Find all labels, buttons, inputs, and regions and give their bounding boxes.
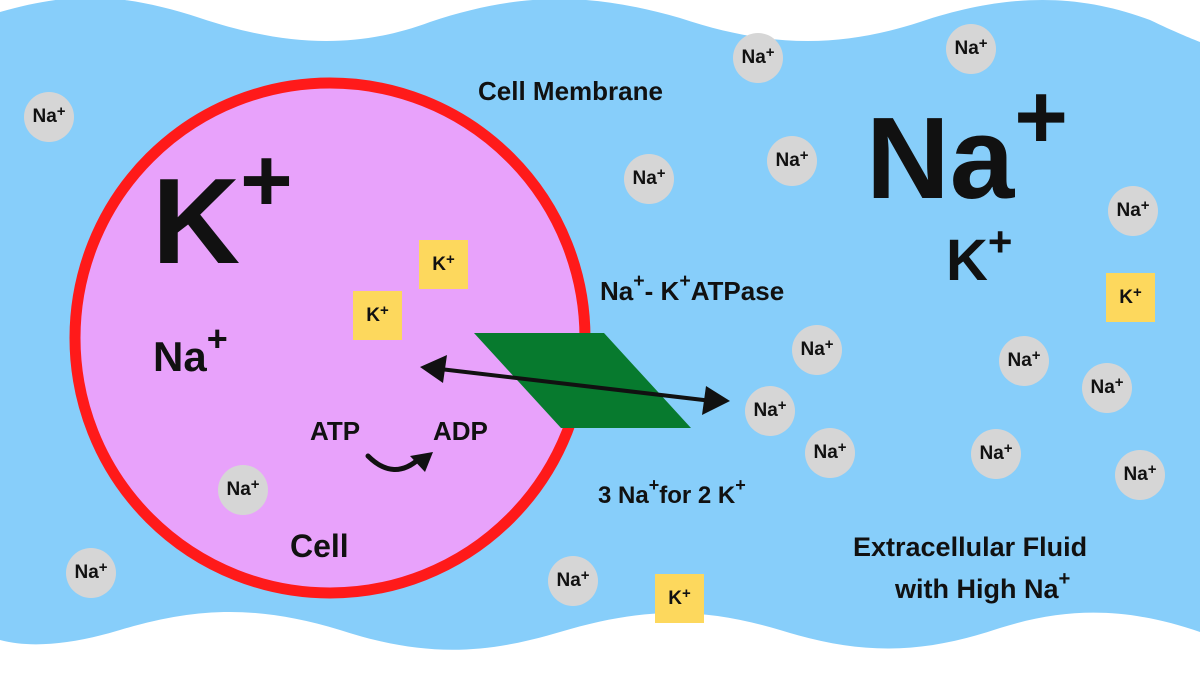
cell-na-symbol: Na — [153, 333, 207, 380]
adp-label: ADP — [433, 416, 488, 446]
na-ion: Na+ — [805, 428, 855, 478]
cell-big-k-symbol: K — [152, 153, 241, 289]
arrow-head-left — [420, 355, 447, 383]
na-ion: Na+ — [1108, 186, 1158, 236]
fluid-big-na-symbol: Na — [866, 93, 1015, 223]
na-ion: Na+ — [66, 548, 116, 598]
cell-label: Cell — [290, 528, 349, 564]
ratio-k: for 2 K — [659, 482, 736, 509]
na-ion: Na+ — [946, 24, 996, 74]
na-ion: Na+ — [971, 429, 1021, 479]
fluid-small-k-charge: + — [987, 218, 1013, 265]
na-ion: Na+ — [548, 556, 598, 606]
exchange-arrow-line — [439, 367, 713, 403]
cell-body — [75, 83, 585, 593]
na-ion: Na+ — [745, 386, 795, 436]
pump-label-plus-2: + — [679, 270, 691, 293]
na-ion: Na+ — [767, 136, 817, 186]
exchange-ratio-label: 3 Na+for 2 K+ — [598, 476, 746, 509]
extracellular-fluid-label-line1: Extracellular Fluid — [853, 532, 1088, 562]
extracellular-fluid-label-line2: with High Na+ — [895, 569, 1070, 604]
k-ion: K+ — [655, 574, 704, 623]
fluid-label-text: with High Na — [895, 574, 1059, 604]
na-ion: Na+ — [733, 33, 783, 83]
atp-arrow-head — [410, 452, 433, 472]
pump-label-plus-1: + — [633, 270, 645, 293]
atp-to-adp-arrow — [365, 453, 423, 472]
na-ion: Na+ — [1115, 450, 1165, 500]
ratio-plus-2: + — [735, 475, 746, 496]
pump-label-na: Na — [600, 276, 634, 306]
pump-label: Na+- K+ATPase — [600, 272, 785, 306]
k-ion: K+ — [353, 291, 402, 340]
ratio-plus-1: + — [648, 475, 660, 496]
na-ion: Na+ — [24, 92, 74, 142]
na-ion: Na+ — [624, 154, 674, 204]
k-ion: K+ — [419, 240, 468, 289]
na-ion: Na+ — [218, 465, 268, 515]
atp-label: ATP — [310, 416, 361, 446]
na-ion: Na+ — [999, 336, 1049, 386]
fluid-small-k-symbol: K — [946, 228, 988, 293]
fluid-big-na-charge: + — [1014, 66, 1069, 168]
na-ion: Na+ — [792, 325, 842, 375]
pump-label-k: - K — [644, 276, 680, 306]
fluid-label-plus: + — [1058, 567, 1071, 590]
cell-big-k-ion: K+ — [152, 136, 293, 282]
pump-label-atpase: ATPase — [690, 276, 785, 306]
cell-big-k-charge: + — [240, 131, 293, 231]
na-ion: Na+ — [1082, 363, 1132, 413]
cell-na-charge: + — [206, 318, 228, 359]
ratio-na: 3 Na — [598, 482, 649, 509]
cell-na-ion: Na+ — [153, 321, 228, 380]
cell-membrane-label: Cell Membrane — [478, 76, 663, 106]
na-k-pump — [474, 333, 691, 428]
fluid-small-k-ion: K+ — [946, 221, 1012, 290]
k-ion: K+ — [1106, 273, 1155, 322]
fluid-big-na-ion: Na+ — [866, 71, 1068, 216]
arrow-head-right — [702, 386, 730, 415]
